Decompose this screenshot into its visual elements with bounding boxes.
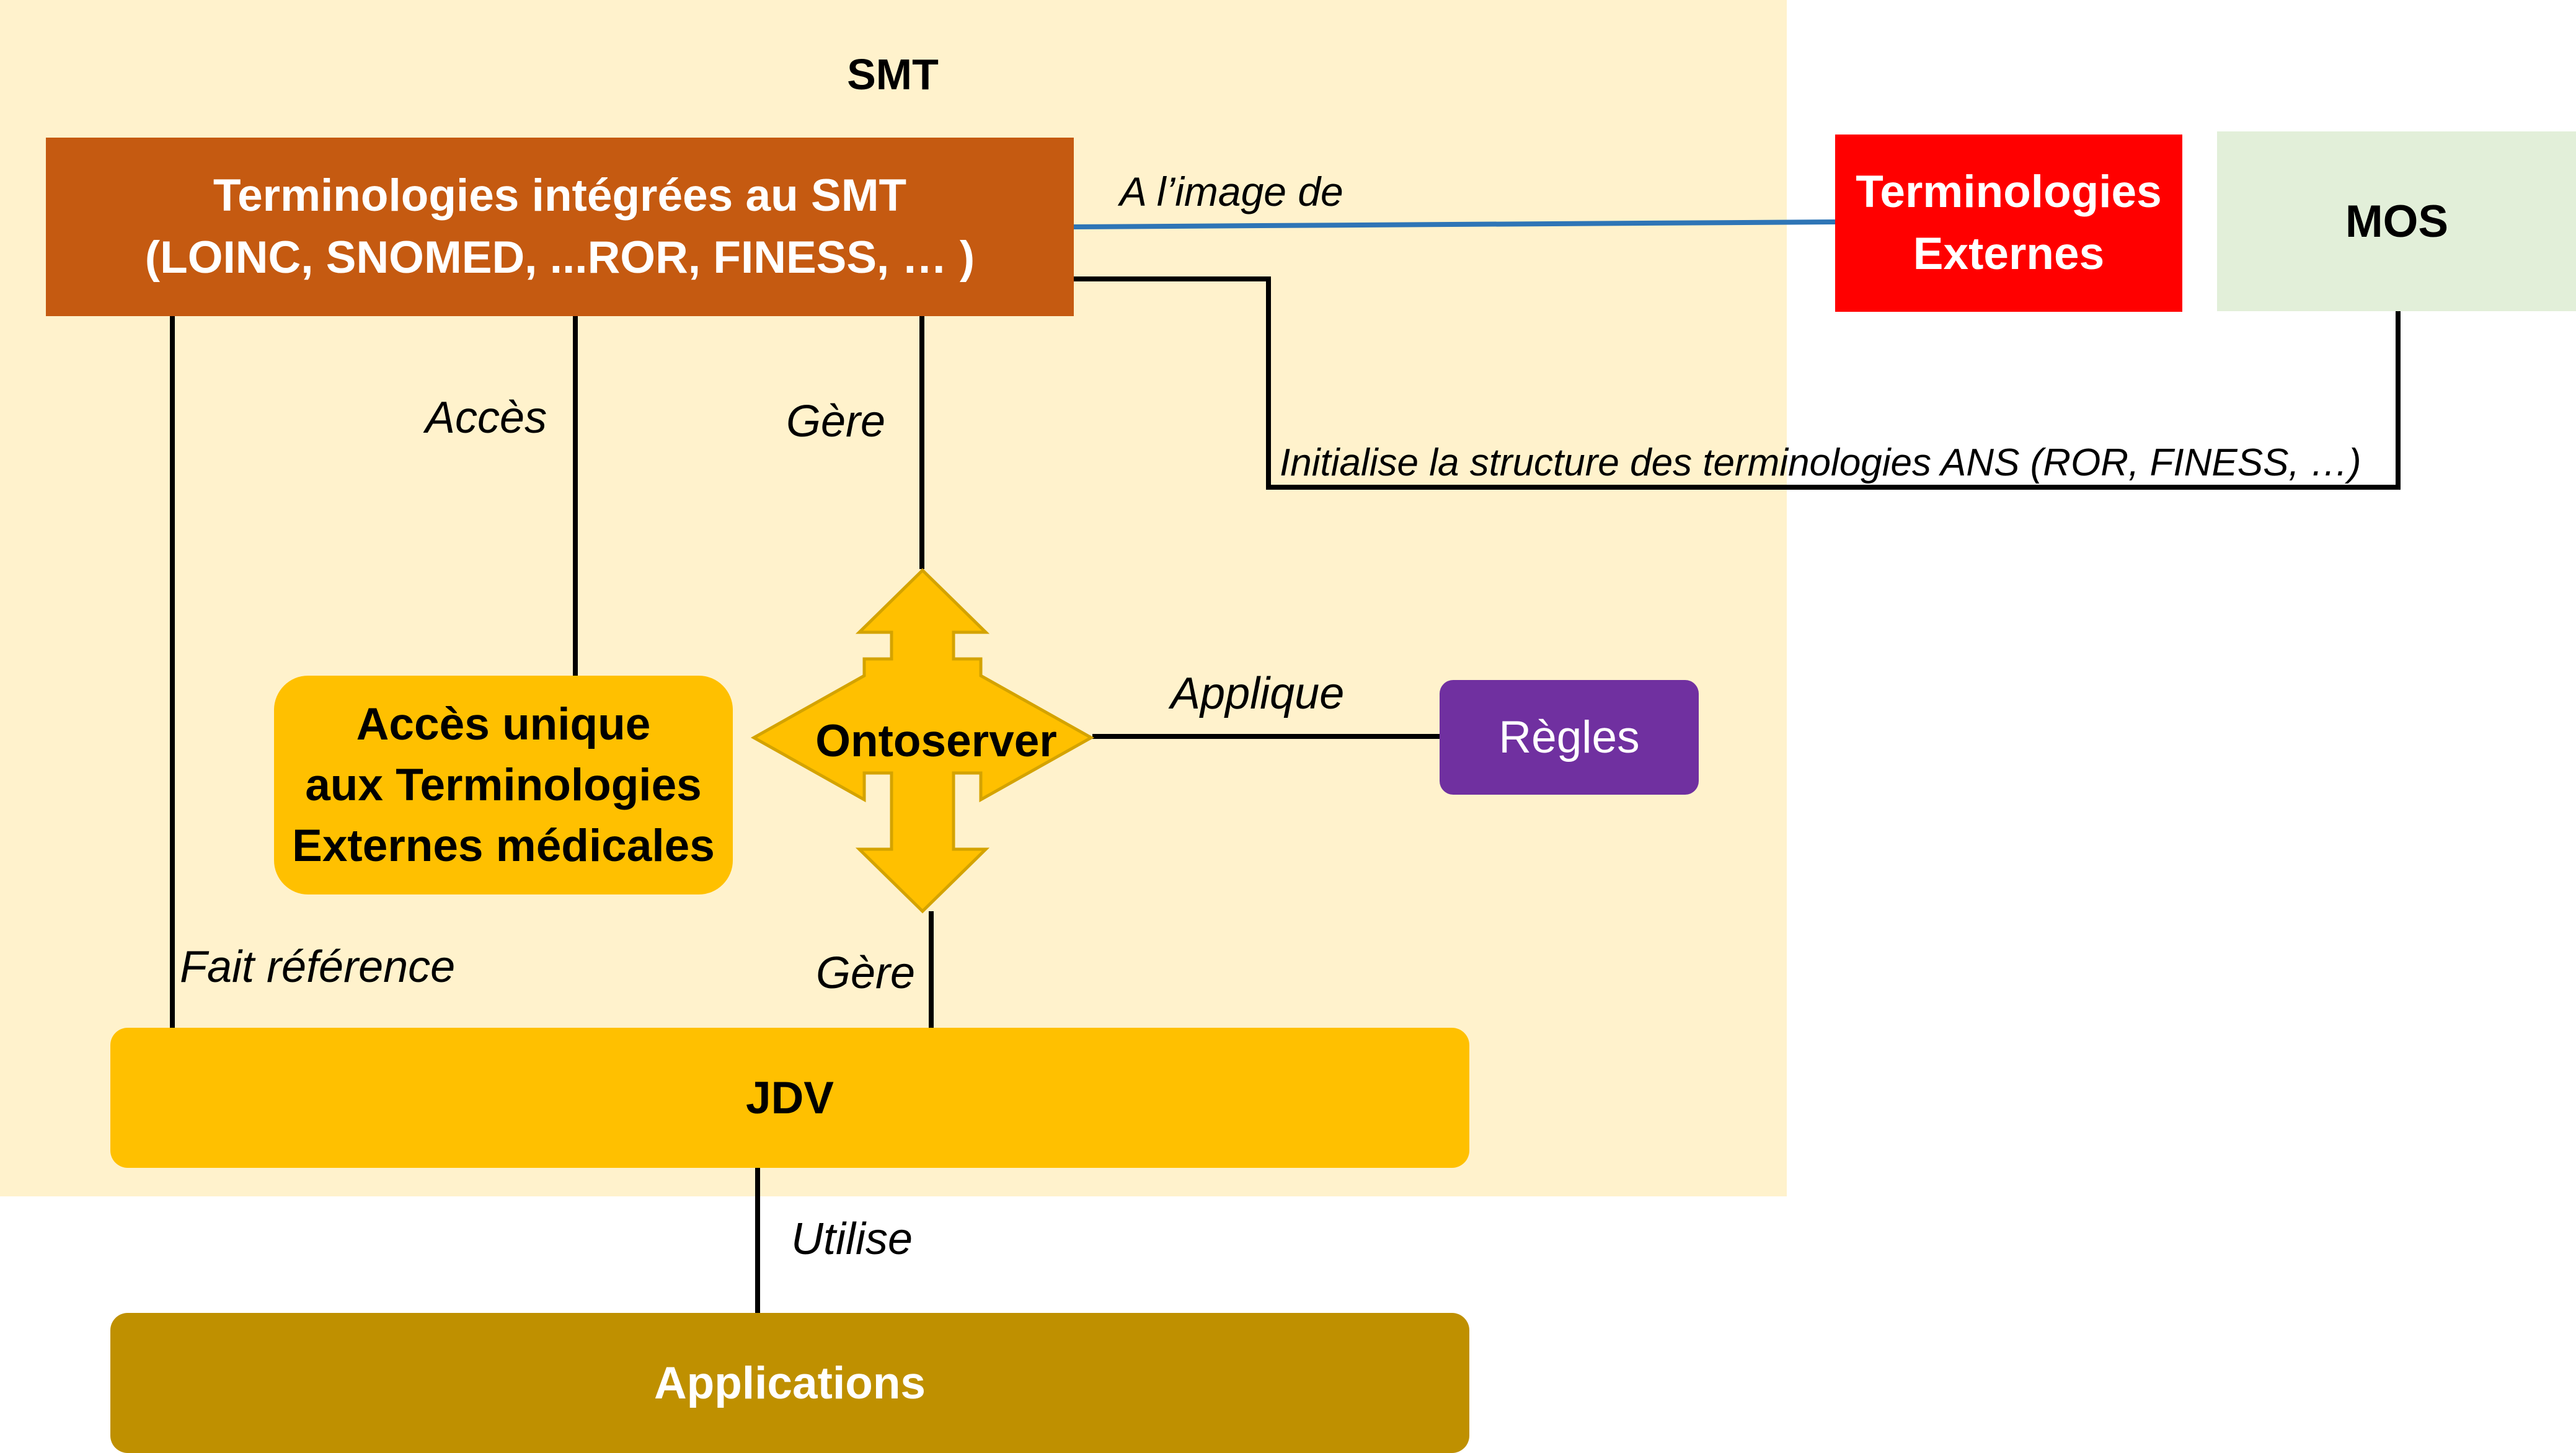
terminologies-integrees-line1: Terminologies intégrées au SMT (213, 170, 907, 221)
terminologies-integrees-box: Terminologies intégrées au SMT (LOINC, S… (46, 138, 1074, 316)
label-fait-reference: Fait référence (180, 942, 456, 992)
link-image-de (1073, 219, 1836, 229)
regles-box: Règles (1440, 680, 1699, 795)
acces-unique-line1: Accès unique (356, 699, 651, 749)
jdv-box: JDV (110, 1028, 1469, 1168)
link-initialise (1074, 276, 2401, 490)
acces-unique-line3: Externes médicales (292, 820, 715, 871)
label-initialise: Initialise la structure des terminologie… (1280, 441, 2361, 484)
acces-unique-box: Accès unique aux Terminologies Externes … (274, 676, 733, 894)
acces-unique-line2: aux Terminologies (305, 759, 702, 810)
label-acces: Accès (425, 393, 547, 443)
terminologies-externes-line2: Externes (1913, 229, 2105, 279)
ontoserver-label: Ontoserver (815, 715, 1057, 766)
label-gere-bottom: Gère (816, 948, 916, 998)
label-applique: Applique (1171, 669, 1345, 718)
terminologies-externes-box: Terminologies Externes (1835, 135, 2182, 312)
mos-box: MOS (2217, 131, 2576, 311)
label-a-limage-de: A l’image de (1120, 169, 1343, 214)
label-gere-top: Gère (786, 397, 886, 446)
label-utilise: Utilise (791, 1214, 913, 1264)
smt-title: SMT (847, 50, 939, 99)
terminologies-integrees-line2: (LOINC, SNOMED, ...ROR, FINESS, … ) (144, 232, 975, 283)
applications-box: Applications (110, 1313, 1469, 1453)
terminologies-externes-line1: Terminologies (1856, 167, 2162, 217)
ontoserver-shape (750, 568, 1095, 914)
